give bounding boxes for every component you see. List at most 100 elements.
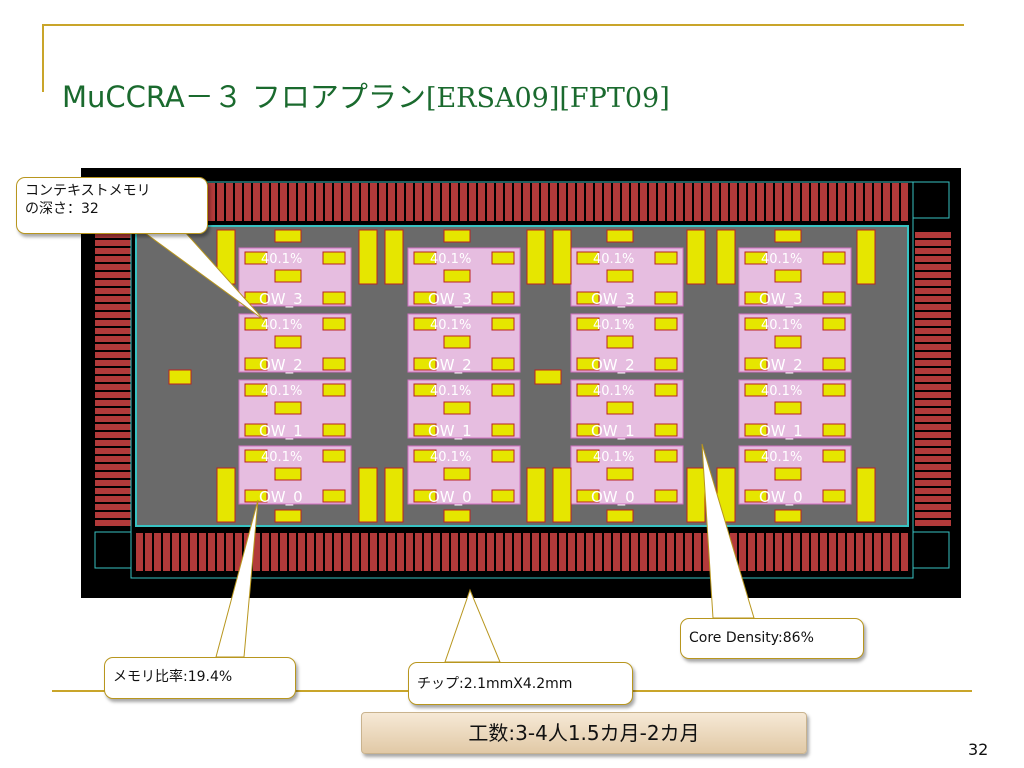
pad-top xyxy=(244,183,251,221)
pad-top xyxy=(334,183,341,221)
logic-block xyxy=(443,467,471,481)
memory-density-label: 40.1% xyxy=(761,252,802,267)
pad-left xyxy=(95,232,131,238)
floorplan-image: 40.1%OW_340.1%OW_240.1%OW_140.1%OW_040.1… xyxy=(81,168,961,598)
logic-block xyxy=(274,229,302,243)
pad-left xyxy=(95,424,131,430)
pad-top xyxy=(793,183,800,221)
pad-top xyxy=(604,183,611,221)
memory-row-label: OW_3 xyxy=(259,290,303,309)
memory-density-label: 40.1% xyxy=(761,318,802,333)
logic-block xyxy=(774,269,802,283)
logic-block xyxy=(606,467,634,481)
logic-block xyxy=(654,383,678,397)
logic-block xyxy=(576,423,600,437)
pad-top xyxy=(523,183,530,221)
pad-top xyxy=(532,183,539,221)
pad-bottom xyxy=(370,533,377,571)
logic-block xyxy=(244,317,268,331)
title-main: MuCCRA－３ フロアプラン xyxy=(62,80,426,114)
callout-memory-depth-line1: コンテキストメモリ xyxy=(25,183,151,199)
pad-left xyxy=(95,392,131,398)
logic-block xyxy=(358,229,378,285)
logic-block xyxy=(576,449,600,463)
logic-block xyxy=(576,357,600,371)
pad-right xyxy=(915,400,951,406)
pad-bottom xyxy=(748,533,755,571)
logic-block xyxy=(244,357,268,371)
pad-top xyxy=(388,183,395,221)
pad-left xyxy=(95,376,131,382)
pad-right xyxy=(915,280,951,286)
logic-block xyxy=(744,317,768,331)
logic-block xyxy=(744,449,768,463)
logic-block xyxy=(322,383,346,397)
pad-left xyxy=(95,456,131,462)
pad-left xyxy=(95,304,131,310)
pad-top xyxy=(739,183,746,221)
pad-left xyxy=(95,272,131,278)
memory-row-label: OW_1 xyxy=(591,422,635,441)
logic-block xyxy=(654,357,678,371)
logic-block xyxy=(322,357,346,371)
pad-top xyxy=(865,183,872,221)
pad-bottom xyxy=(406,533,413,571)
memory-density-label: 40.1% xyxy=(430,450,471,465)
pad-bottom xyxy=(595,533,602,571)
pad-left xyxy=(95,408,131,414)
logic-block xyxy=(822,357,846,371)
logic-block xyxy=(576,291,600,305)
logic-block xyxy=(413,251,437,265)
pad-bottom xyxy=(388,533,395,571)
pad-bottom xyxy=(793,533,800,571)
logic-block xyxy=(322,449,346,463)
pad-left xyxy=(95,352,131,358)
pad-bottom xyxy=(379,533,386,571)
logic-block xyxy=(168,369,192,385)
logic-block xyxy=(413,489,437,503)
pad-bottom xyxy=(487,533,494,571)
pad-bottom xyxy=(622,533,629,571)
pad-bottom xyxy=(811,533,818,571)
pad-right xyxy=(915,304,951,310)
pad-top xyxy=(280,183,287,221)
logic-block xyxy=(716,229,736,285)
logic-block xyxy=(822,449,846,463)
pad-right xyxy=(915,496,951,502)
logic-block xyxy=(654,291,678,305)
pad-column-left xyxy=(95,232,131,526)
callout-memory-depth-line2: の深さ：32 xyxy=(25,201,99,218)
pad-left xyxy=(95,344,131,350)
pad-right xyxy=(915,424,951,430)
logic-block xyxy=(244,489,268,503)
pad-left xyxy=(95,464,131,470)
pad-right xyxy=(915,504,951,510)
logic-block xyxy=(491,357,515,371)
pad-top xyxy=(478,183,485,221)
pad-bottom xyxy=(892,533,899,571)
logic-block xyxy=(744,251,768,265)
memory-density-label: 40.1% xyxy=(593,450,634,465)
memory-density-label: 40.1% xyxy=(761,384,802,399)
pad-left xyxy=(95,256,131,262)
pad-bottom xyxy=(469,533,476,571)
pad-top xyxy=(298,183,305,221)
pad-left xyxy=(95,280,131,286)
logic-block xyxy=(322,489,346,503)
pad-top xyxy=(829,183,836,221)
pad-bottom xyxy=(559,533,566,571)
pad-bottom xyxy=(649,533,656,571)
pad-top xyxy=(514,183,521,221)
pad-top xyxy=(442,183,449,221)
pad-bottom xyxy=(172,533,179,571)
pad-bottom xyxy=(352,533,359,571)
pad-bottom xyxy=(505,533,512,571)
logic-block xyxy=(774,229,802,243)
pad-right xyxy=(915,248,951,254)
pad-left xyxy=(95,472,131,478)
pad-top xyxy=(262,183,269,221)
logic-block xyxy=(491,423,515,437)
pad-left xyxy=(95,384,131,390)
pad-bottom xyxy=(226,533,233,571)
pad-right xyxy=(915,440,951,446)
